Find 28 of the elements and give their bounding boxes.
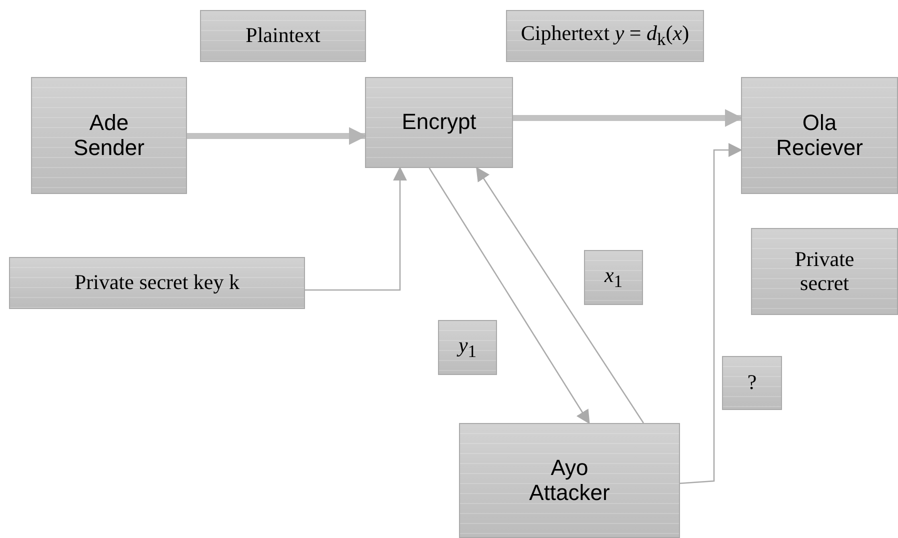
process-box: [741, 77, 898, 194]
arrow: [187, 127, 367, 145]
box-label: ?: [747, 371, 757, 395]
process-box: [438, 320, 497, 375]
arrow: [680, 143, 742, 484]
box-label: Ola Reciever: [775, 110, 864, 160]
process-box: [9, 257, 305, 309]
arrow: [428, 168, 590, 424]
arrow: [305, 166, 407, 291]
process-box: [31, 77, 187, 194]
process-box: [584, 250, 643, 305]
box-label: Private secret key k: [74, 271, 240, 295]
box-label: y$_{1}$: [458, 334, 477, 362]
process-box: [506, 10, 704, 62]
box-label: Ade Sender: [72, 110, 146, 160]
box-label: Encrypt: [402, 110, 476, 135]
box-label: Plaintext: [246, 24, 320, 48]
box-label: Ayo Attacker: [528, 456, 611, 506]
process-box: [722, 356, 782, 410]
box-label: Ciphertext y = d$_{k}$(x): [520, 22, 690, 50]
box-label: x$_{1}$: [604, 264, 623, 292]
process-box: [365, 77, 513, 168]
process-box: [459, 423, 680, 538]
box-label: Private secret: [794, 248, 856, 296]
process-box: [751, 228, 898, 315]
arrow: [476, 166, 644, 424]
arrow: [513, 109, 743, 127]
process-box: [200, 10, 366, 62]
